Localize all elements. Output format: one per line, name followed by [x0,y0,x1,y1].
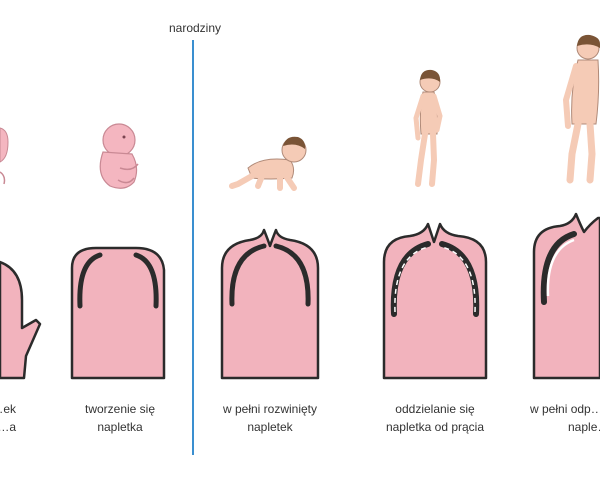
stage-4-caption: oddzielanie się napletka od prącia [355,400,515,436]
stage-1-caption: …ek …a [0,400,16,436]
stage-3-caption-line-2: napletek [247,420,293,434]
stage-2-caption-line-2: napletka [97,420,143,434]
stage-4-child-icon [413,69,443,187]
stage-3-tissue-icon [220,228,320,380]
stage-2-tissue-icon [70,246,166,380]
stage-4-caption-line-2: napletka od prącia [385,420,485,434]
stage-2-caption: tworzenie się napletka [40,400,200,436]
stage-3-baby-icon [229,136,307,191]
stage-1-embryo-icon [0,127,9,185]
stage-3-caption-line-1: w pełni rozwinięty [222,402,318,416]
stage-1-tissue-icon [0,260,42,380]
stage-5-adult-icon [562,34,600,184]
stage-1-caption-line-2: …a [0,420,16,434]
stage-3-caption: w pełni rozwinięty napletek [190,400,350,436]
stage-4-caption-line-1: oddzielanie się [395,402,475,416]
birth-label: narodziny [168,21,222,35]
stage-5-caption: w pełni odp… naple… [530,400,600,436]
stage-5-caption-line-2: naple… [568,420,600,434]
stage-5-tissue-icon [532,212,600,380]
stage-4-tissue-icon [382,222,488,380]
stage-5-caption-line-1: w pełni odp… [530,402,600,416]
stage-2-fetus-icon [99,123,139,189]
stage-2-caption-line-1: tworzenie się [84,402,156,416]
stage-1-caption-line-1: …ek [0,402,16,416]
